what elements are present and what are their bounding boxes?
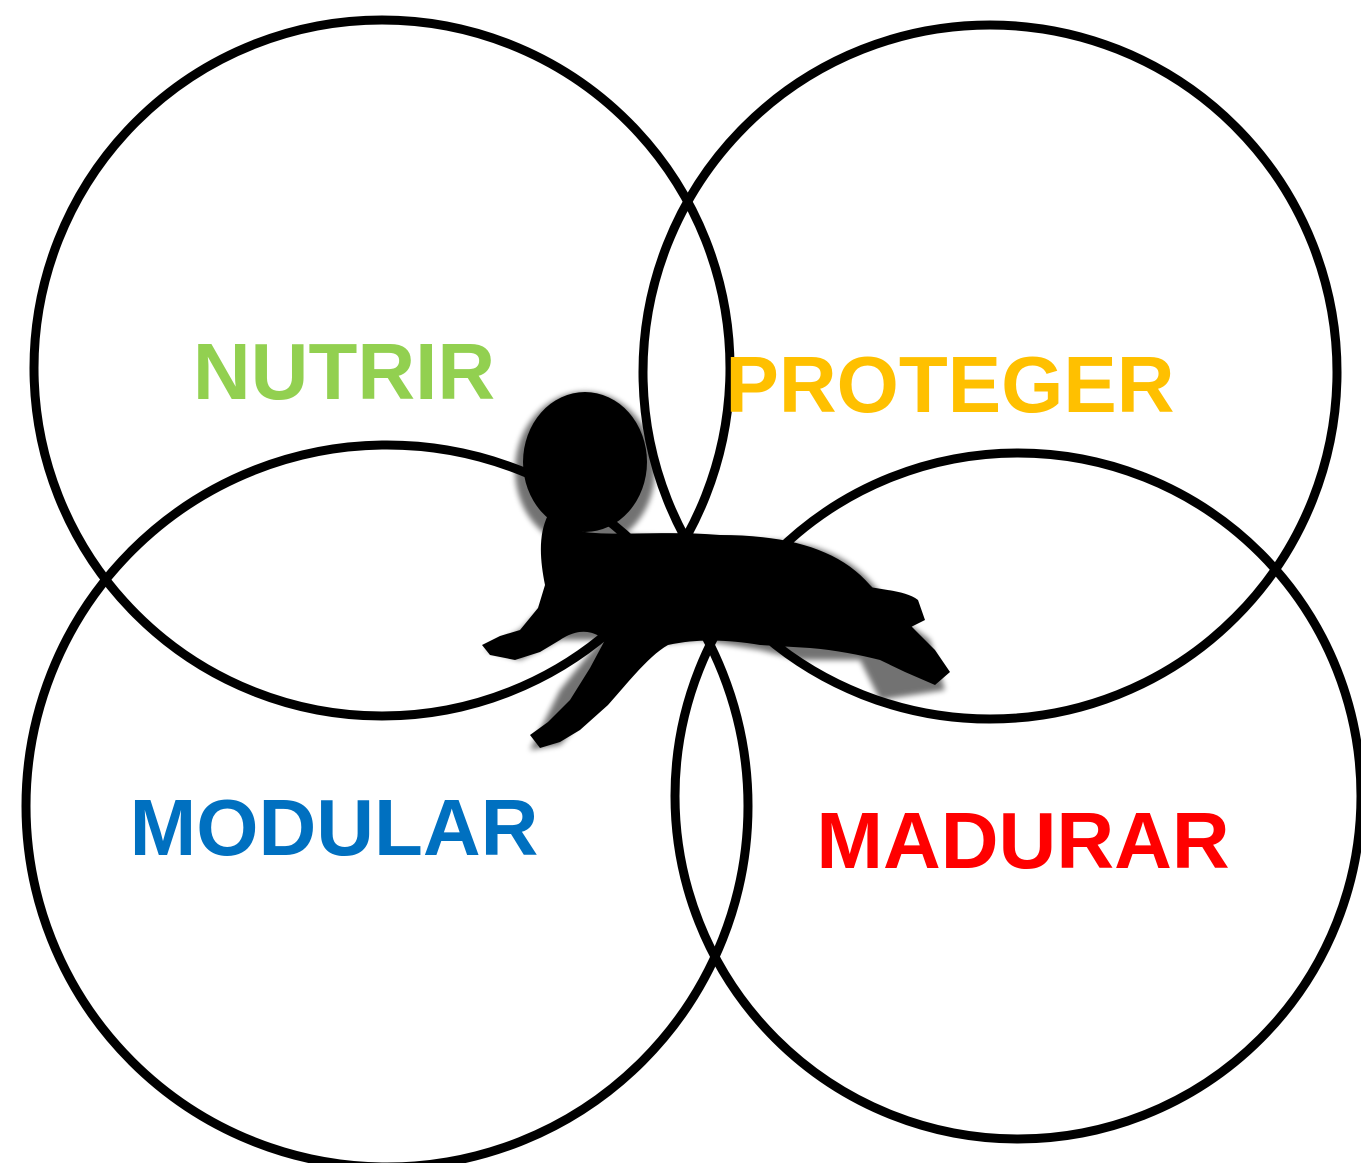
label-proteger: PROTEGER (726, 340, 1175, 429)
label-nutrir: NUTRIR (193, 327, 495, 416)
label-modular: MODULAR (130, 783, 539, 872)
crawling-baby-silhouette-icon (482, 392, 950, 750)
label-madurar: MADURAR (816, 796, 1229, 885)
